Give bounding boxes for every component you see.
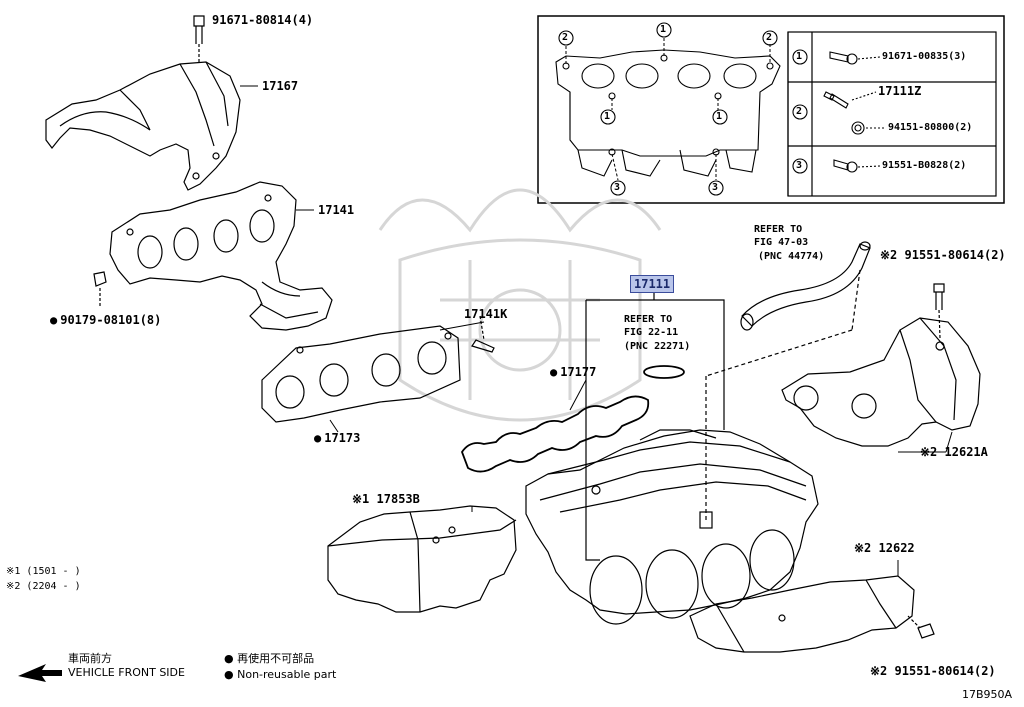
legend-circle-3 bbox=[792, 158, 808, 174]
legend-part-2a[interactable]: 17111Z bbox=[878, 84, 922, 98]
bolt-91551-80614-lower bbox=[907, 615, 935, 639]
non-reusable-en-text: Non-reusable part bbox=[237, 668, 337, 681]
part-label-exhaust-manifold[interactable]: 17141 bbox=[318, 203, 355, 217]
inset-callout-1: 1 bbox=[604, 111, 611, 122]
inset-callout-circle bbox=[656, 22, 672, 38]
bolt-91551-80614-upper bbox=[933, 283, 945, 339]
part-label-cover-17853B[interactable]: ※1 17853B bbox=[352, 492, 420, 506]
vehicle-front-arrow-icon bbox=[18, 664, 62, 682]
inset-callout-3: 3 bbox=[712, 182, 719, 193]
legend-part-2b[interactable]: 94151-80800(2) bbox=[888, 122, 973, 133]
cover-12621A-number[interactable]: 12621A bbox=[944, 445, 988, 459]
inset-callout-circle bbox=[558, 30, 574, 46]
bullet-icon: ● bbox=[224, 668, 238, 681]
leader-lines bbox=[240, 85, 953, 576]
inset-callout-circle bbox=[600, 109, 616, 125]
intake-manifold-17111 bbox=[525, 429, 819, 625]
ref-47-03-line1: REFER TO bbox=[754, 224, 803, 235]
inset-callout-2: 2 bbox=[562, 32, 569, 43]
exhaust-manifold-17141 bbox=[109, 181, 333, 331]
stud-17141K bbox=[471, 315, 495, 353]
inset-callout-circle bbox=[610, 180, 626, 196]
ref-47-03-line3: (PNC 44774) bbox=[758, 251, 825, 262]
mark-2: ※2 bbox=[854, 541, 872, 555]
inset-callout-2: 2 bbox=[766, 32, 773, 43]
mark-2: ※2 bbox=[920, 445, 938, 459]
note-2: ※2 (2204 - ) bbox=[6, 581, 81, 592]
ref-47-03-line2[interactable]: FIG 47-03 bbox=[754, 237, 809, 248]
legend-part-1[interactable]: 91671-00835(3) bbox=[882, 51, 967, 62]
part-label-gasket-17173[interactable]: 17173 bbox=[314, 431, 360, 445]
part-label-bolt-lower-right[interactable]: ※2 91551-80614(2) bbox=[870, 664, 996, 678]
inset-callout-circle bbox=[708, 180, 724, 196]
ref-22-11-line3: (PNC 22271) bbox=[624, 341, 691, 352]
note-1: ※1 (1501 - ) bbox=[6, 566, 81, 577]
part-label-gasket-17177[interactable]: 17177 bbox=[550, 365, 596, 379]
part-label-nut[interactable]: 90179-08101(8) bbox=[50, 313, 161, 327]
legend-circle-1 bbox=[792, 49, 808, 65]
cover-12622 bbox=[689, 575, 915, 653]
ref-22-11-line2[interactable]: FIG 22-11 bbox=[624, 327, 679, 338]
watermark-emblem bbox=[378, 188, 662, 422]
cover-12622-number[interactable]: 12622 bbox=[878, 541, 915, 555]
non-reusable-jp-text: 再使用不可部品 bbox=[237, 652, 315, 665]
legend-num-3: 3 bbox=[796, 160, 803, 171]
vehicle-front-en: VEHICLE FRONT SIDE bbox=[68, 666, 185, 679]
inset-legend-table bbox=[787, 31, 997, 197]
part-label-stud[interactable]: 17141K bbox=[464, 307, 508, 321]
inset-callout-1: 1 bbox=[716, 111, 723, 122]
heat-insulator-17167 bbox=[45, 61, 241, 191]
part-label-cover-12622[interactable]: ※2 12622 bbox=[854, 541, 915, 555]
ref-22-11-line1: REFER TO bbox=[624, 314, 673, 325]
inset-callout-3: 3 bbox=[614, 182, 621, 193]
bolt-91671-80814 bbox=[193, 15, 205, 64]
legend-num-2: 2 bbox=[796, 106, 803, 117]
hose-44774 bbox=[705, 241, 871, 520]
legend-part-3[interactable]: 91551-B0828(2) bbox=[882, 160, 967, 171]
part-label-cover-12621A[interactable]: ※2 12621A bbox=[920, 445, 988, 459]
cover-17853B-number[interactable]: 17853B bbox=[376, 492, 420, 506]
inset-box bbox=[537, 15, 1005, 204]
mark-1: ※1 bbox=[352, 492, 370, 506]
o-ring-gasket bbox=[643, 365, 685, 379]
inset-callout-circle bbox=[762, 30, 778, 46]
gasket-17173 bbox=[261, 325, 461, 423]
legend-num-1: 1 bbox=[796, 51, 803, 62]
part-label-intake-manifold[interactable]: 17111 bbox=[630, 275, 675, 293]
bolt-lower-right-number[interactable]: 91551-80614(2) bbox=[894, 664, 996, 678]
inset-callout-1: 1 bbox=[660, 24, 667, 35]
cover-17853B bbox=[327, 505, 517, 613]
part-label-heat-insulator[interactable]: 17167 bbox=[262, 79, 299, 93]
legend-bolt-icons bbox=[823, 51, 884, 173]
diagram-code: 17B950A bbox=[962, 688, 1013, 701]
non-reusable-en: ● Non-reusable part bbox=[224, 668, 336, 681]
vehicle-front-jp: 車両前方 bbox=[68, 652, 112, 665]
non-reusable-jp: ● 再使用不可部品 bbox=[224, 652, 314, 665]
part-label-bolt-top[interactable]: 91671-80814(4) bbox=[212, 13, 314, 27]
gasket-17177 bbox=[460, 395, 650, 473]
cover-12621A bbox=[781, 317, 981, 447]
nut-90179-08101 bbox=[93, 271, 107, 306]
mark-2: ※2 bbox=[880, 248, 898, 262]
mark-2: ※2 bbox=[870, 664, 888, 678]
part-label-bolt-upper-right[interactable]: ※2 91551-80614(2) bbox=[880, 248, 1006, 262]
bolt-upper-right-number[interactable]: 91551-80614(2) bbox=[904, 248, 1006, 262]
inset-callout-circle bbox=[712, 109, 728, 125]
bullet-icon: ● bbox=[224, 652, 238, 665]
legend-circle-2 bbox=[792, 104, 808, 120]
inset-manifold bbox=[555, 49, 781, 177]
